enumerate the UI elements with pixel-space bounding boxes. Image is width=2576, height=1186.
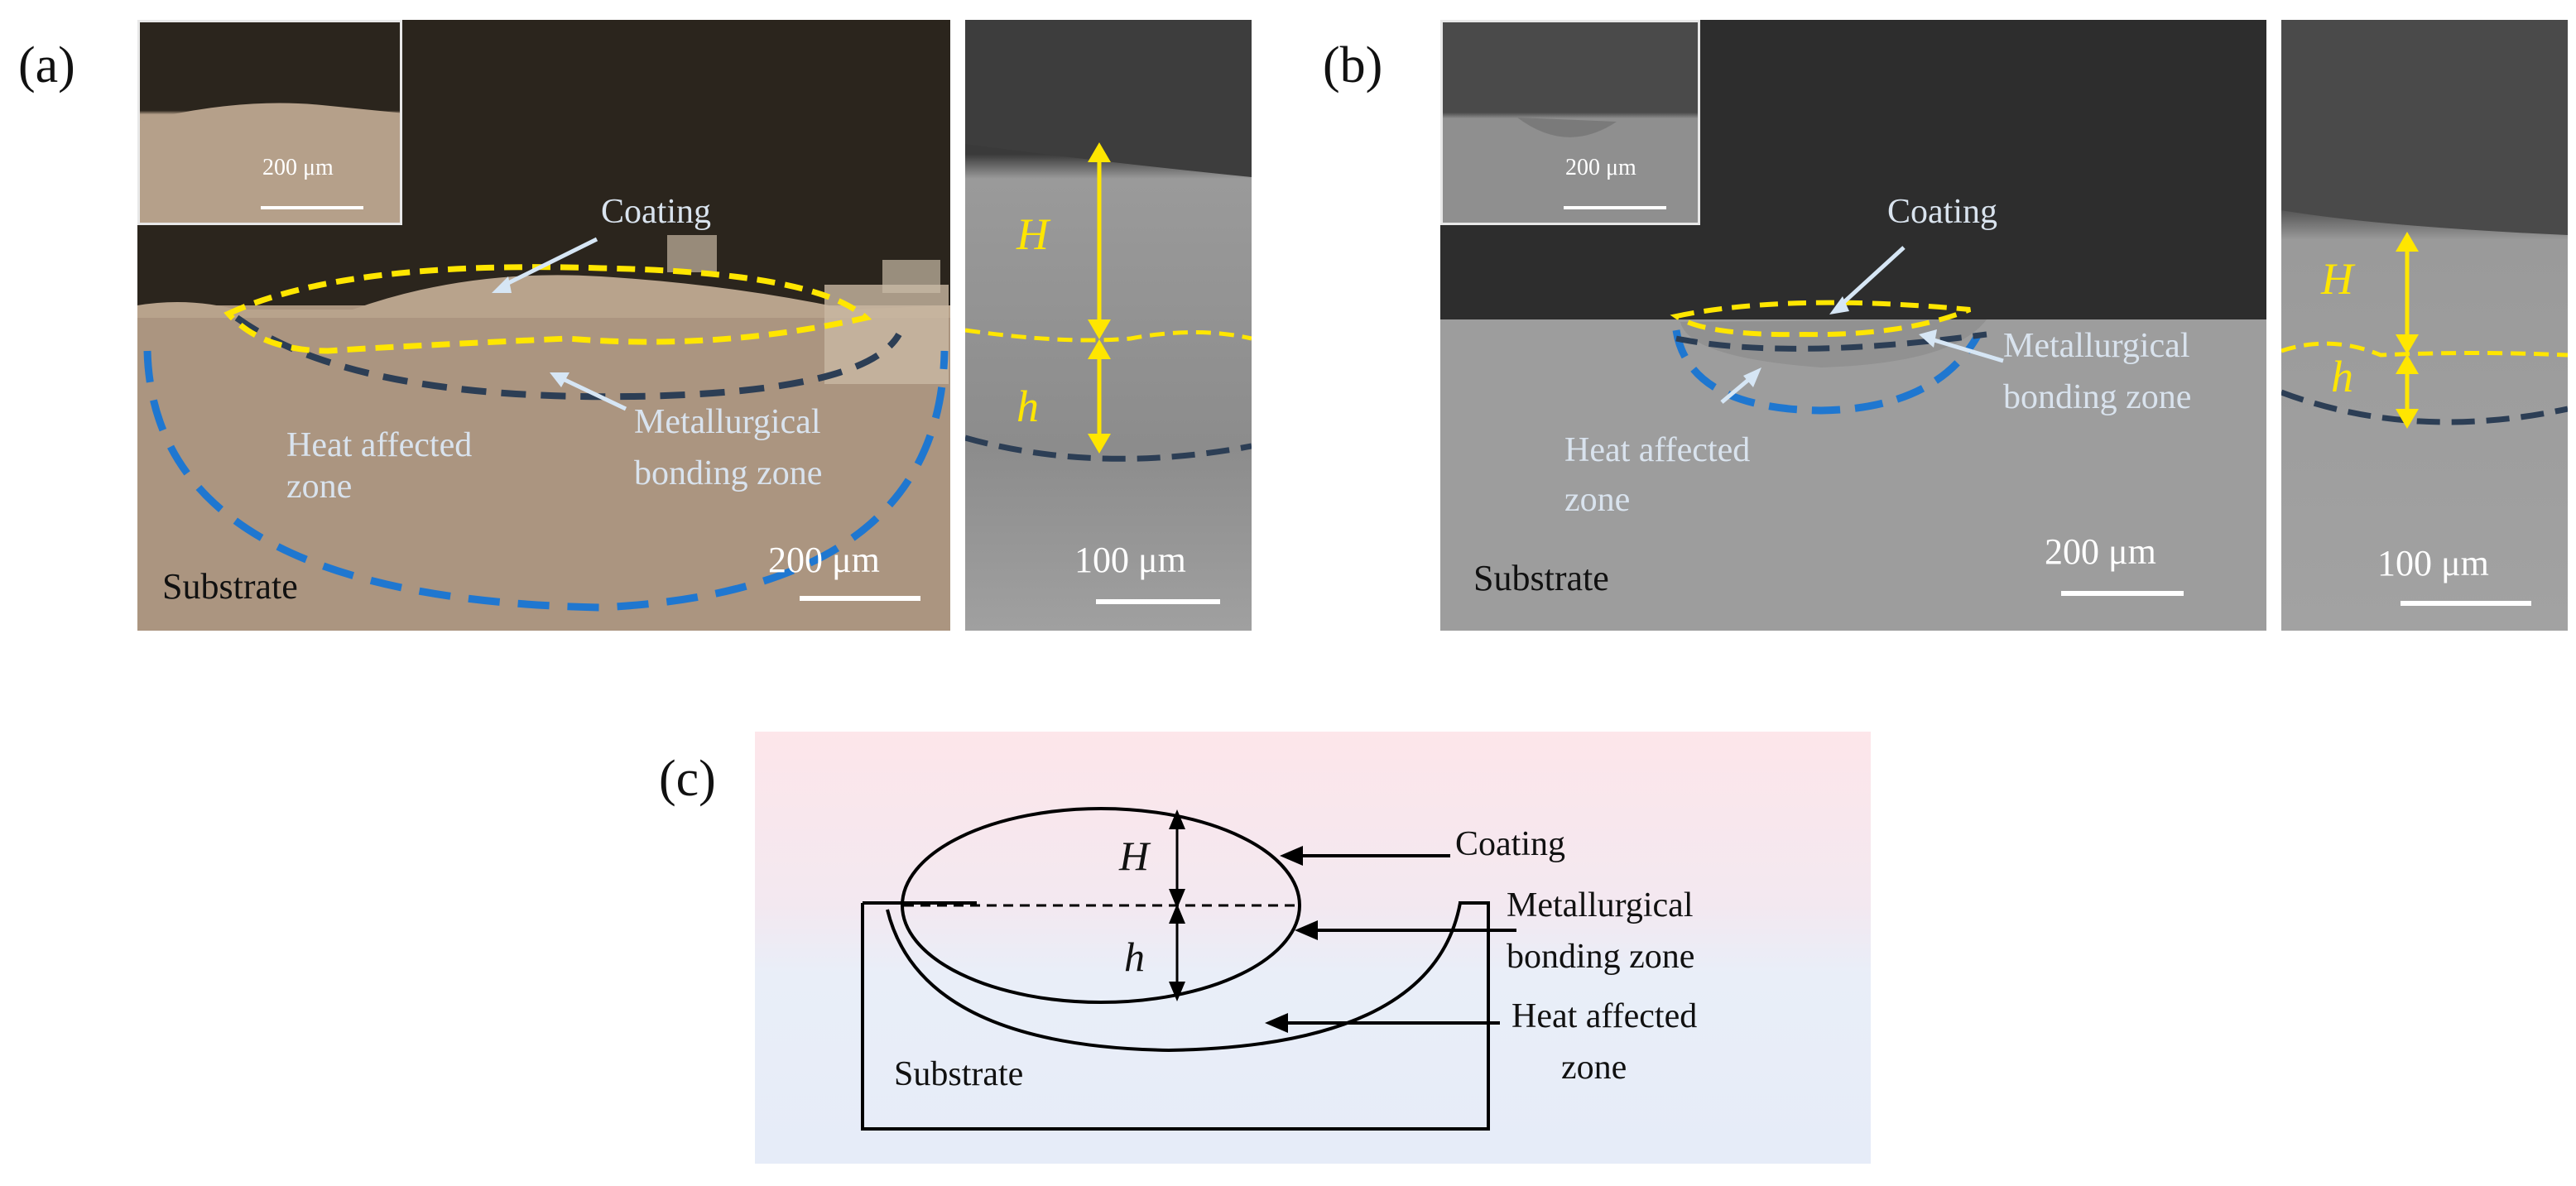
panel-b-micrograph: 200 μm Coating Metallurgical bonding zon… bbox=[1440, 20, 2266, 631]
panel-c-H-label: H bbox=[1119, 833, 1150, 879]
panel-a-h-label: h bbox=[1016, 382, 1039, 431]
panel-b-main-scale-label: 200 μm bbox=[2045, 531, 2156, 572]
panel-b-coating-label: Coating bbox=[1887, 193, 1997, 231]
panel-b-haz-label-2: zone bbox=[1564, 481, 1631, 519]
panel-c-h-label: h bbox=[1124, 934, 1145, 980]
panel-c-coating-label: Coating bbox=[1455, 825, 1565, 863]
panel-a-H-label: H bbox=[1016, 209, 1049, 259]
panel-a-inset-shape bbox=[140, 103, 400, 223]
panel-b-inset-scale-label: 200 μm bbox=[1565, 155, 1636, 180]
panel-c-haz-label-2: zone bbox=[1561, 1049, 1627, 1087]
panel-a-haz-label-2: zone bbox=[286, 468, 353, 506]
panel-c-drawing bbox=[861, 807, 1516, 1131]
panel-b-inset-shape bbox=[1517, 118, 1617, 137]
panel-a-haz-label-1: Heat affected bbox=[286, 426, 473, 464]
panel-b-substrate-label: Substrate bbox=[1473, 558, 1609, 598]
panel-a-letter: (a) bbox=[18, 37, 75, 94]
panel-a-main-scale-label: 200 μm bbox=[768, 540, 880, 580]
panel-c-schematic: H h Coating Metallurgical bonding zone H… bbox=[755, 732, 1871, 1164]
panel-a-inset-scale-bar bbox=[261, 206, 363, 209]
panel-c-letter: (c) bbox=[659, 751, 716, 807]
panel-a-side-scale-label: 100 μm bbox=[1074, 540, 1186, 580]
panel-c-bonding-label-1: Metallurgical bbox=[1507, 886, 1694, 924]
panel-a-bonding-label-2: bonding zone bbox=[634, 454, 823, 492]
panel-b-side-scale-bar bbox=[2401, 601, 2531, 606]
panel-a-inset: 200 μm bbox=[137, 20, 402, 225]
panel-a-side-scale-bar bbox=[1096, 599, 1220, 604]
panel-a-micrograph: 200 μm Coating Heat affected zone Metall… bbox=[137, 20, 950, 631]
panel-a-main-scale-bar bbox=[800, 596, 920, 601]
panel-a-inset-scale-label: 200 μm bbox=[262, 155, 334, 180]
panel-a-substrate-label: Substrate bbox=[162, 566, 298, 607]
panel-b-main-scale-bar bbox=[2061, 591, 2184, 596]
panel-b-inset: 200 μm bbox=[1440, 20, 1700, 225]
panel-a-overlay bbox=[137, 20, 950, 631]
panel-b-H-label: H bbox=[2321, 254, 2353, 304]
panel-b-bonding-label-1: Metallurgical bbox=[2003, 327, 2190, 365]
panel-c-substrate-label: Substrate bbox=[894, 1055, 1024, 1093]
panel-b-letter: (b) bbox=[1323, 37, 1383, 94]
panel-c-bonding-label-2: bonding zone bbox=[1507, 938, 1695, 976]
panel-b-side-scale-label: 100 μm bbox=[2377, 543, 2489, 583]
panel-b-side-micrograph: H h 100 μm bbox=[2281, 20, 2568, 631]
panel-b-inset-scale-bar bbox=[1564, 206, 1666, 209]
panel-c-haz-label-1: Heat affected bbox=[1511, 997, 1698, 1035]
panel-a-coating-label: Coating bbox=[601, 193, 711, 231]
panel-b-h-label: h bbox=[2331, 352, 2353, 401]
panel-a-side-micrograph: H h 100 μm bbox=[965, 20, 1252, 631]
panel-b-bonding-label-2: bonding zone bbox=[2003, 378, 2192, 416]
panel-b-haz-label-1: Heat affected bbox=[1564, 431, 1751, 469]
panel-b-side-overlay bbox=[2281, 20, 2568, 429]
panel-a-side-overlay bbox=[965, 20, 1252, 462]
panel-a-bonding-label-1: Metallurgical bbox=[634, 403, 821, 441]
